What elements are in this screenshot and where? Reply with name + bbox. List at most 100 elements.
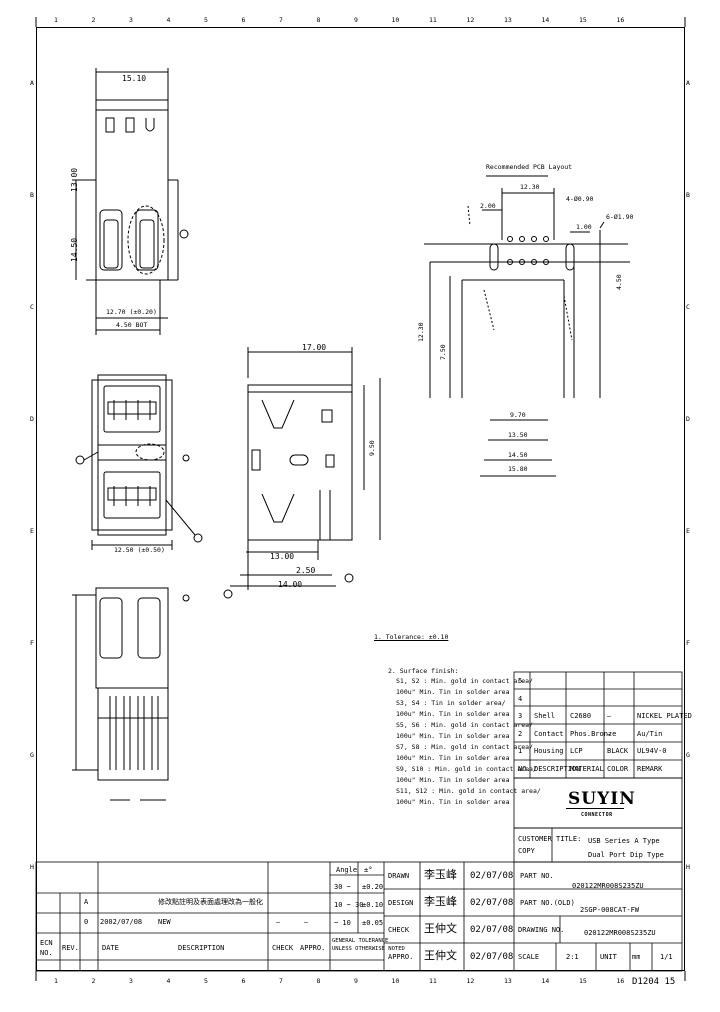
note-line: S1, S2 : Min. gold in contact area/ xyxy=(396,677,533,685)
pcb-dim-h3: 14.50 xyxy=(508,451,528,459)
grid-col-bottom: 7 xyxy=(279,977,283,985)
grid-row-right: D xyxy=(686,415,690,423)
pcb-layout-view xyxy=(424,175,630,477)
bom-cell-remark: Au/Tin xyxy=(637,729,663,738)
customer-label: CUSTOMER xyxy=(518,835,552,843)
rev-drawn: — xyxy=(304,918,309,926)
side-view xyxy=(223,347,381,599)
grid-col-bottom: 9 xyxy=(354,977,358,985)
grid-row-right: F xyxy=(686,639,690,647)
rev-header-check: CHECK xyxy=(272,944,294,952)
grid-col-top: 9 xyxy=(354,16,358,24)
tol-range: 30 ~ xyxy=(334,883,351,891)
grid-col-top: 16 xyxy=(616,16,625,24)
grid-col-bottom: 2 xyxy=(91,977,96,985)
rev-desc: NEW xyxy=(158,918,171,926)
title-label: TITLE: xyxy=(556,835,582,843)
rev-code: A xyxy=(84,898,89,906)
signoff-name: 李玉峰 xyxy=(424,895,457,908)
bom-cell-color: — xyxy=(607,712,612,720)
scale-label: SCALE xyxy=(518,953,540,961)
side-dim-d: 9.50 xyxy=(368,440,376,456)
part-no-old-label: PART NO.(OLD) xyxy=(520,899,575,907)
bom-header-no: NO. xyxy=(518,765,531,773)
grid-col-top: 1 xyxy=(54,16,58,24)
signoff-name: 李玉峰 xyxy=(424,868,457,881)
bom-cell-no: 2 xyxy=(518,729,523,738)
bom-cell-remark: UL94V-0 xyxy=(637,747,667,755)
grid-row-left: D xyxy=(30,415,34,423)
grid-col-top: 12 xyxy=(466,16,475,24)
note-line: S7, S8 : Min. gold in contact area/ xyxy=(396,743,533,751)
bom-cell-desc: Contact xyxy=(534,729,564,738)
top-dim-width: 15.10 xyxy=(122,74,147,83)
grid-row-left: E xyxy=(30,527,34,535)
note-line: 100u" Min. Tin in solder area xyxy=(396,776,510,784)
grid-col-bottom: 8 xyxy=(316,977,321,985)
grid-col-top: 3 xyxy=(129,16,133,24)
rev-desc: 修改點註明及表面處理改為一般化 xyxy=(158,898,263,906)
grid-row-right: H xyxy=(686,863,690,871)
drawing-border xyxy=(36,27,685,971)
rev-date: 2002/07/08 xyxy=(100,918,143,926)
tol-range: ~ 10 xyxy=(334,919,351,927)
pcb-dim-left: 2.00 xyxy=(480,202,496,210)
tol-header-angle: Angle xyxy=(336,866,358,874)
rev-header-desc: DESCRIPTION xyxy=(178,944,225,952)
bom-cell-color: — xyxy=(607,729,612,738)
bom-cell-no: 1 xyxy=(518,747,523,755)
grid-row-right: C xyxy=(686,303,690,311)
grid-col-bottom: 1 xyxy=(54,977,58,985)
document-id: D1204 15 xyxy=(632,977,676,987)
bom-header-remark: REMARK xyxy=(637,765,663,773)
rev-header-rev: REV. xyxy=(62,944,79,952)
signoff-name: 王仲文 xyxy=(424,922,457,935)
rev-header-date: DATE xyxy=(102,944,119,952)
grid-col-top: 13 xyxy=(504,16,512,24)
grid-row-right: B xyxy=(686,191,690,199)
grid-col-top: 7 xyxy=(279,16,283,24)
general-tolerance-sub: UNLESS OTHERWISE NOTED xyxy=(332,946,405,952)
grid-col-top: 4 xyxy=(166,16,171,24)
company-logo: SUYIN xyxy=(568,789,636,809)
signoff-date: 02/07/08 xyxy=(470,898,514,908)
logo-rule xyxy=(566,808,624,809)
general-tolerance: GENERAL TOLERANCE xyxy=(332,938,389,944)
grid-col-top: 5 xyxy=(204,16,208,24)
bom-header-material: MATERIAL xyxy=(570,765,604,773)
part-no-old: 2SGP-008CAT-FW xyxy=(580,906,640,914)
bom-cell-no: 4 xyxy=(518,694,523,703)
grid-col-bottom: 3 xyxy=(129,977,133,985)
pcb-dim-holes: 4-Ø0.90 xyxy=(566,195,594,203)
company-logo-sub: CONNECTOR xyxy=(581,812,613,818)
bom-cell-no: 3 xyxy=(518,712,523,720)
sheet-value: 1/1 xyxy=(660,953,673,961)
grid-row-left: F xyxy=(30,639,34,647)
rev-header-apprv: APPRO. xyxy=(300,944,326,952)
side-dim-b: 2.50 xyxy=(296,566,316,575)
grid-col-top: 2 xyxy=(91,16,96,24)
note-line: S11, S12 : Min. gold in contact area/ xyxy=(396,787,541,795)
grid-col-top: 10 xyxy=(391,16,400,24)
grid-col-bottom: 15 xyxy=(579,977,587,985)
bom-cell-material: C2680 xyxy=(570,712,592,720)
grid-col-top: 11 xyxy=(429,16,437,24)
bom-header-color: COLOR xyxy=(607,765,629,773)
grid-row-left: H xyxy=(30,863,34,871)
tol-range: 10 ~ 30 xyxy=(334,901,364,909)
grid-col-bottom: 10 xyxy=(391,977,400,985)
scale-value: 2:1 xyxy=(566,953,579,961)
signoff-name: 王仲文 xyxy=(424,949,457,962)
note-line: 100u" Min. Tin in solder area xyxy=(396,732,510,740)
pcb-dim-pin: 6-Ø1.90 xyxy=(606,213,634,221)
tol-value: ±0.05 xyxy=(362,919,384,927)
bom-header-desc: DESCRIPTION xyxy=(534,765,581,773)
grid-col-bottom: 11 xyxy=(429,977,437,985)
bom-cell-material: Phos.Bronze xyxy=(570,729,617,738)
pcb-dim-side: 1.00 xyxy=(576,223,592,231)
notes-heading: 2. Surface finish: xyxy=(388,667,459,675)
pcb-dim-v3: 4.50 xyxy=(615,274,623,290)
rev-code: 0 xyxy=(84,918,89,926)
pcb-dim-h4: 15.80 xyxy=(508,465,528,473)
grid-col-bottom: 16 xyxy=(616,977,625,985)
